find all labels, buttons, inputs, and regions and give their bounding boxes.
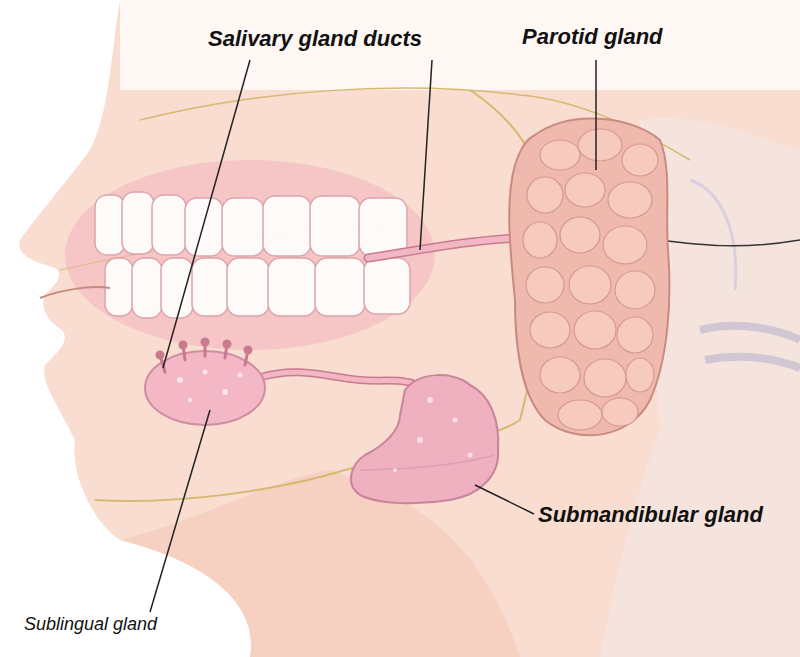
callout-label: Salivary gland ducts	[208, 26, 422, 51]
callout-label: Submandibular gland	[538, 502, 763, 527]
callout-label: Sublingual gland	[24, 614, 157, 635]
callout-label: Parotid gland	[522, 24, 663, 49]
